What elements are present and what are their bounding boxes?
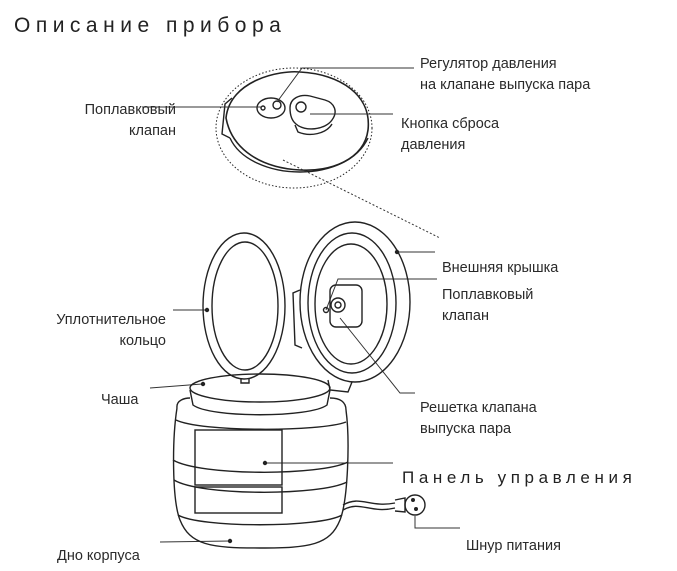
label-control-panel: Панель управления <box>402 468 637 487</box>
page-title: Описание прибора <box>14 14 287 37</box>
label-line: Уплотнительное <box>56 312 166 328</box>
outer-lid <box>292 221 411 393</box>
label-power-cord: Шнур питания <box>466 538 561 554</box>
label-line: давления <box>401 137 466 153</box>
label-base: Дно корпуса <box>57 548 140 564</box>
label-line: Поплавковый <box>442 287 534 303</box>
label-pressure-regulator: Регулятор давления на клапане выпуска па… <box>420 54 590 96</box>
label-valve-grid: Решетка клапана выпуска пара <box>420 398 537 440</box>
label-line: выпуска пара <box>420 421 512 437</box>
label-release-button: Кнопка сброса давления <box>401 114 499 156</box>
label-line: Поплавковый <box>84 102 176 118</box>
label-line: клапан <box>442 308 489 324</box>
inner-lid <box>202 232 286 384</box>
label-line: Решетка клапана <box>420 400 537 416</box>
label-bowl: Чаша <box>101 392 139 408</box>
cooker-body <box>172 373 349 549</box>
label-float-valve-top: Поплавковый клапан <box>40 100 176 142</box>
lid-top-view <box>215 67 373 189</box>
label-float-valve-lid: Поплавковый клапан <box>442 285 533 327</box>
label-line: клапан <box>129 123 176 139</box>
label-sealing-ring: Уплотнительное кольцо <box>20 310 166 352</box>
label-line: Кнопка сброса <box>401 116 500 132</box>
power-cord <box>342 494 426 516</box>
label-line: Регулятор давления <box>420 56 557 72</box>
label-line: на клапане выпуска пара <box>420 77 591 93</box>
label-outer-lid: Внешняя крышка <box>442 260 559 276</box>
label-line: кольцо <box>119 333 166 349</box>
